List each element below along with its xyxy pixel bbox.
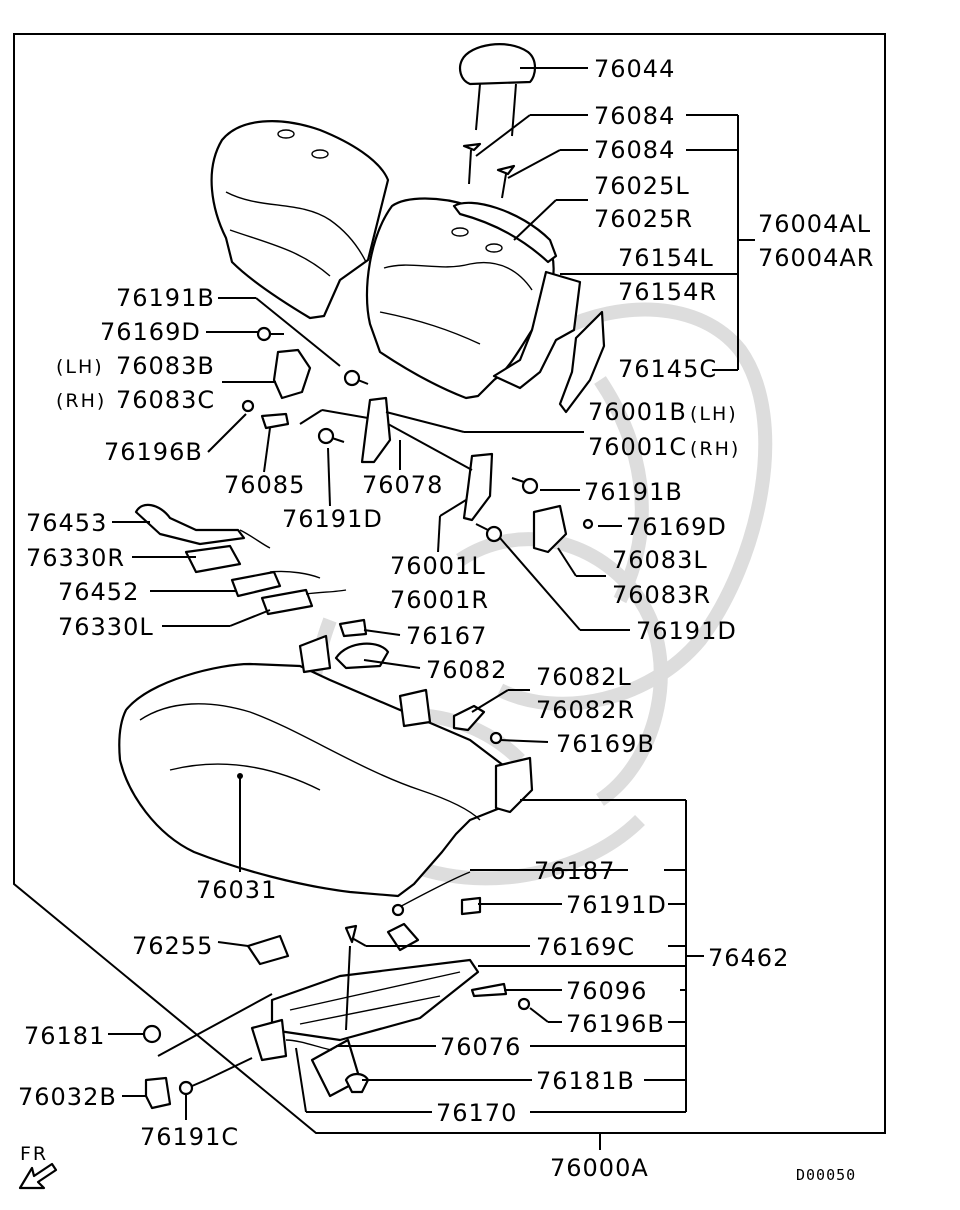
label-76083R: 76083R [612,581,711,609]
label-76001C: 76001C [588,433,687,461]
label-76004AL: 76004AL [758,210,871,238]
label-76255: 76255 [132,932,213,960]
label-76170: 76170 [436,1099,517,1127]
label-lh-prefix: (LH) [56,356,104,378]
label-76452: 76452 [58,578,139,606]
seat-cover-and-nut-drawing [142,934,290,1110]
front-marker-label: FR [20,1143,48,1165]
label-lh-suffix: (LH) [690,403,738,425]
bolt-drawings [256,326,594,543]
label-76181: 76181 [24,1022,105,1050]
seat-cushion-drawing [118,634,534,898]
label-76082L: 76082L [536,663,632,691]
back-frame-drawing [492,270,606,414]
seat-belt-buckle-drawing [134,503,347,616]
label-rh-suffix: (RH) [690,438,740,460]
headrest-drawing [459,43,537,137]
label-76078: 76078 [362,471,443,499]
label-76187: 76187 [534,857,615,885]
label-76191D-right: 76191D [636,617,737,645]
label-76167: 76167 [406,622,487,650]
label-76145C: 76145C [618,355,717,383]
label-rh-prefix: (RH) [56,390,106,412]
hinge-bracket-left-drawing [241,348,392,464]
leader-lines [108,67,755,1150]
left-seatback-drawing [210,120,390,320]
label-76082R: 76082R [536,696,635,724]
label-76196B-low: 76196B [566,1010,665,1038]
label-76083L: 76083L [612,546,708,574]
label-76196B-top: 76196B [104,438,203,466]
label-76083B: 76083B [116,352,215,380]
label-76154L: 76154L [618,244,714,272]
headrest-guide-drawing [462,142,516,199]
label-76032B: 76032B [18,1083,117,1111]
label-76096: 76096 [566,977,647,1005]
label-76191D-mid: 76191D [282,505,383,533]
hinge-bracket-right-drawing [387,423,568,554]
front-arrow-icon: FR [18,1143,58,1190]
label-76169C: 76169C [536,933,635,961]
label-76191B-top: 76191B [116,284,215,312]
label-76191D-low: 76191D [566,891,667,919]
right-seatback-drawing [365,197,558,400]
label-76154R: 76154R [618,278,717,306]
diagram-code: D00050 [796,1166,856,1184]
label-76330R: 76330R [26,544,125,572]
label-76191C: 76191C [140,1123,239,1151]
label-76462: 76462 [708,944,789,972]
label-76085: 76085 [224,471,305,499]
label-76169D-top: 76169D [100,318,201,346]
label-76001R: 76001R [390,586,489,614]
label-76031: 76031 [196,876,277,904]
label-76001L: 76001L [390,552,486,580]
label-76083C: 76083C [116,386,215,414]
label-76025L: 76025L [594,172,690,200]
label-76004AR: 76004AR [758,244,874,272]
label-76181B: 76181B [536,1067,635,1095]
label-76082: 76082 [426,656,507,684]
label-76044: 76044 [594,55,675,83]
label-76191B-mid: 76191B [584,478,683,506]
label-76084-a: 76084 [594,102,675,130]
label-76169D-mid: 76169D [626,513,727,541]
label-76453: 76453 [26,509,107,537]
label-76084-b: 76084 [594,136,675,164]
seat-rail-assembly-drawing [250,871,531,1098]
label-76330L: 76330L [58,613,154,641]
label-76076: 76076 [440,1033,521,1061]
label-76000A: 76000A [550,1154,649,1182]
label-76169B: 76169B [556,730,655,758]
label-76025R: 76025R [594,205,693,233]
label-76001B: 76001B [588,398,687,426]
